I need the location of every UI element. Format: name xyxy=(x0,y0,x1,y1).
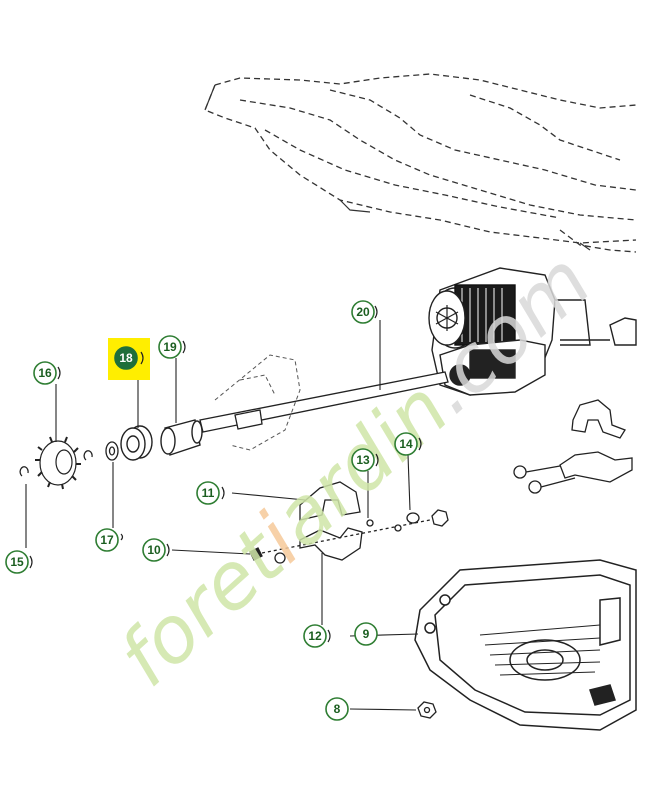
callout-12-label: 12 xyxy=(308,629,322,643)
callout-13[interactable]: 13 xyxy=(351,448,379,472)
circlip-part-15 xyxy=(19,450,93,477)
right-clamp-brackets xyxy=(513,399,633,494)
callout-11-label: 11 xyxy=(202,486,215,500)
callout-16-label: 16 xyxy=(38,366,52,380)
leader-lines xyxy=(25,320,419,711)
callout-10-label: 10 xyxy=(147,543,161,557)
mower-deck-outline xyxy=(204,73,637,253)
motor-assembly xyxy=(428,267,637,396)
shaft-bracket-outline xyxy=(214,354,301,451)
housing-base-part-9 xyxy=(414,559,637,731)
callout-18-label: 18 xyxy=(119,351,133,365)
callout-8[interactable]: 8 xyxy=(325,697,349,721)
callout-19[interactable]: 19 xyxy=(158,335,186,359)
callout-20[interactable]: 20 xyxy=(351,300,378,324)
nut-part-8 xyxy=(417,701,437,719)
callout-19-label: 19 xyxy=(163,340,177,354)
callout-9[interactable]: 9 xyxy=(354,622,378,646)
callout-18[interactable]: 18 xyxy=(108,338,150,380)
callout-16[interactable]: 16 xyxy=(33,361,61,385)
callout-13-label: 13 xyxy=(356,453,370,467)
callout-8-label: 8 xyxy=(334,702,341,716)
callout-17-label: 17 xyxy=(100,533,114,547)
callout-15[interactable]: 15 xyxy=(5,550,33,574)
callout-14-label: 14 xyxy=(399,437,413,451)
callout-14[interactable]: 14 xyxy=(394,432,422,456)
callouts: 20 19 18 16 14 13 xyxy=(5,300,422,721)
mower-deck-solid xyxy=(204,84,591,251)
callout-11[interactable]: 11 xyxy=(196,481,225,505)
callout-20-label: 20 xyxy=(356,305,370,319)
sleeve-part-19 xyxy=(160,419,203,456)
washer-part-17 xyxy=(105,441,119,461)
clamp-bracket-part-11 xyxy=(299,481,361,521)
callout-12[interactable]: 12 xyxy=(303,624,331,648)
callout-15-label: 15 xyxy=(10,555,24,569)
callout-10[interactable]: 10 xyxy=(142,538,170,562)
bearing-part-18 xyxy=(120,425,153,461)
callout-9-label: 9 xyxy=(363,627,370,641)
fasteners xyxy=(249,509,449,564)
callout-17[interactable]: 17 xyxy=(95,528,124,552)
pinion-gear-part-16 xyxy=(35,436,81,490)
